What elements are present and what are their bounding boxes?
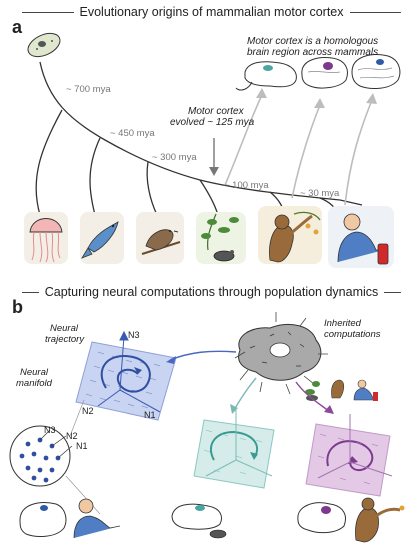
monkey-bottom-icon — [355, 498, 404, 542]
axis-n1-label: N1 — [144, 410, 156, 420]
inherited-organisms-icon — [305, 380, 378, 401]
neural-trajectory-label-1: Neural — [50, 323, 78, 334]
human-brain-bottom-icon — [20, 503, 66, 537]
inherited-label-1: Inherited — [324, 318, 361, 329]
mouse-brain-bottom-icon — [172, 504, 226, 538]
neural-manifold-label-2: manifold — [16, 378, 52, 389]
population-n3-label: N3 — [44, 425, 56, 435]
human-bottom-icon — [74, 499, 120, 538]
axis-n3-label: N3 — [128, 330, 140, 340]
population-n2-label: N2 — [66, 431, 78, 441]
teal-manifold — [194, 410, 274, 488]
inherited-label-2: computations — [324, 329, 381, 340]
monkey-brain-bottom-icon — [298, 503, 346, 533]
axis-n2-label: N2 — [82, 406, 94, 416]
neural-trajectory-label-2: trajectory — [45, 334, 84, 345]
population-n1-label: N1 — [76, 441, 88, 451]
neural-population — [10, 400, 100, 514]
neural-manifold-label-1: Neural — [20, 367, 48, 378]
purple-manifold — [306, 414, 392, 496]
